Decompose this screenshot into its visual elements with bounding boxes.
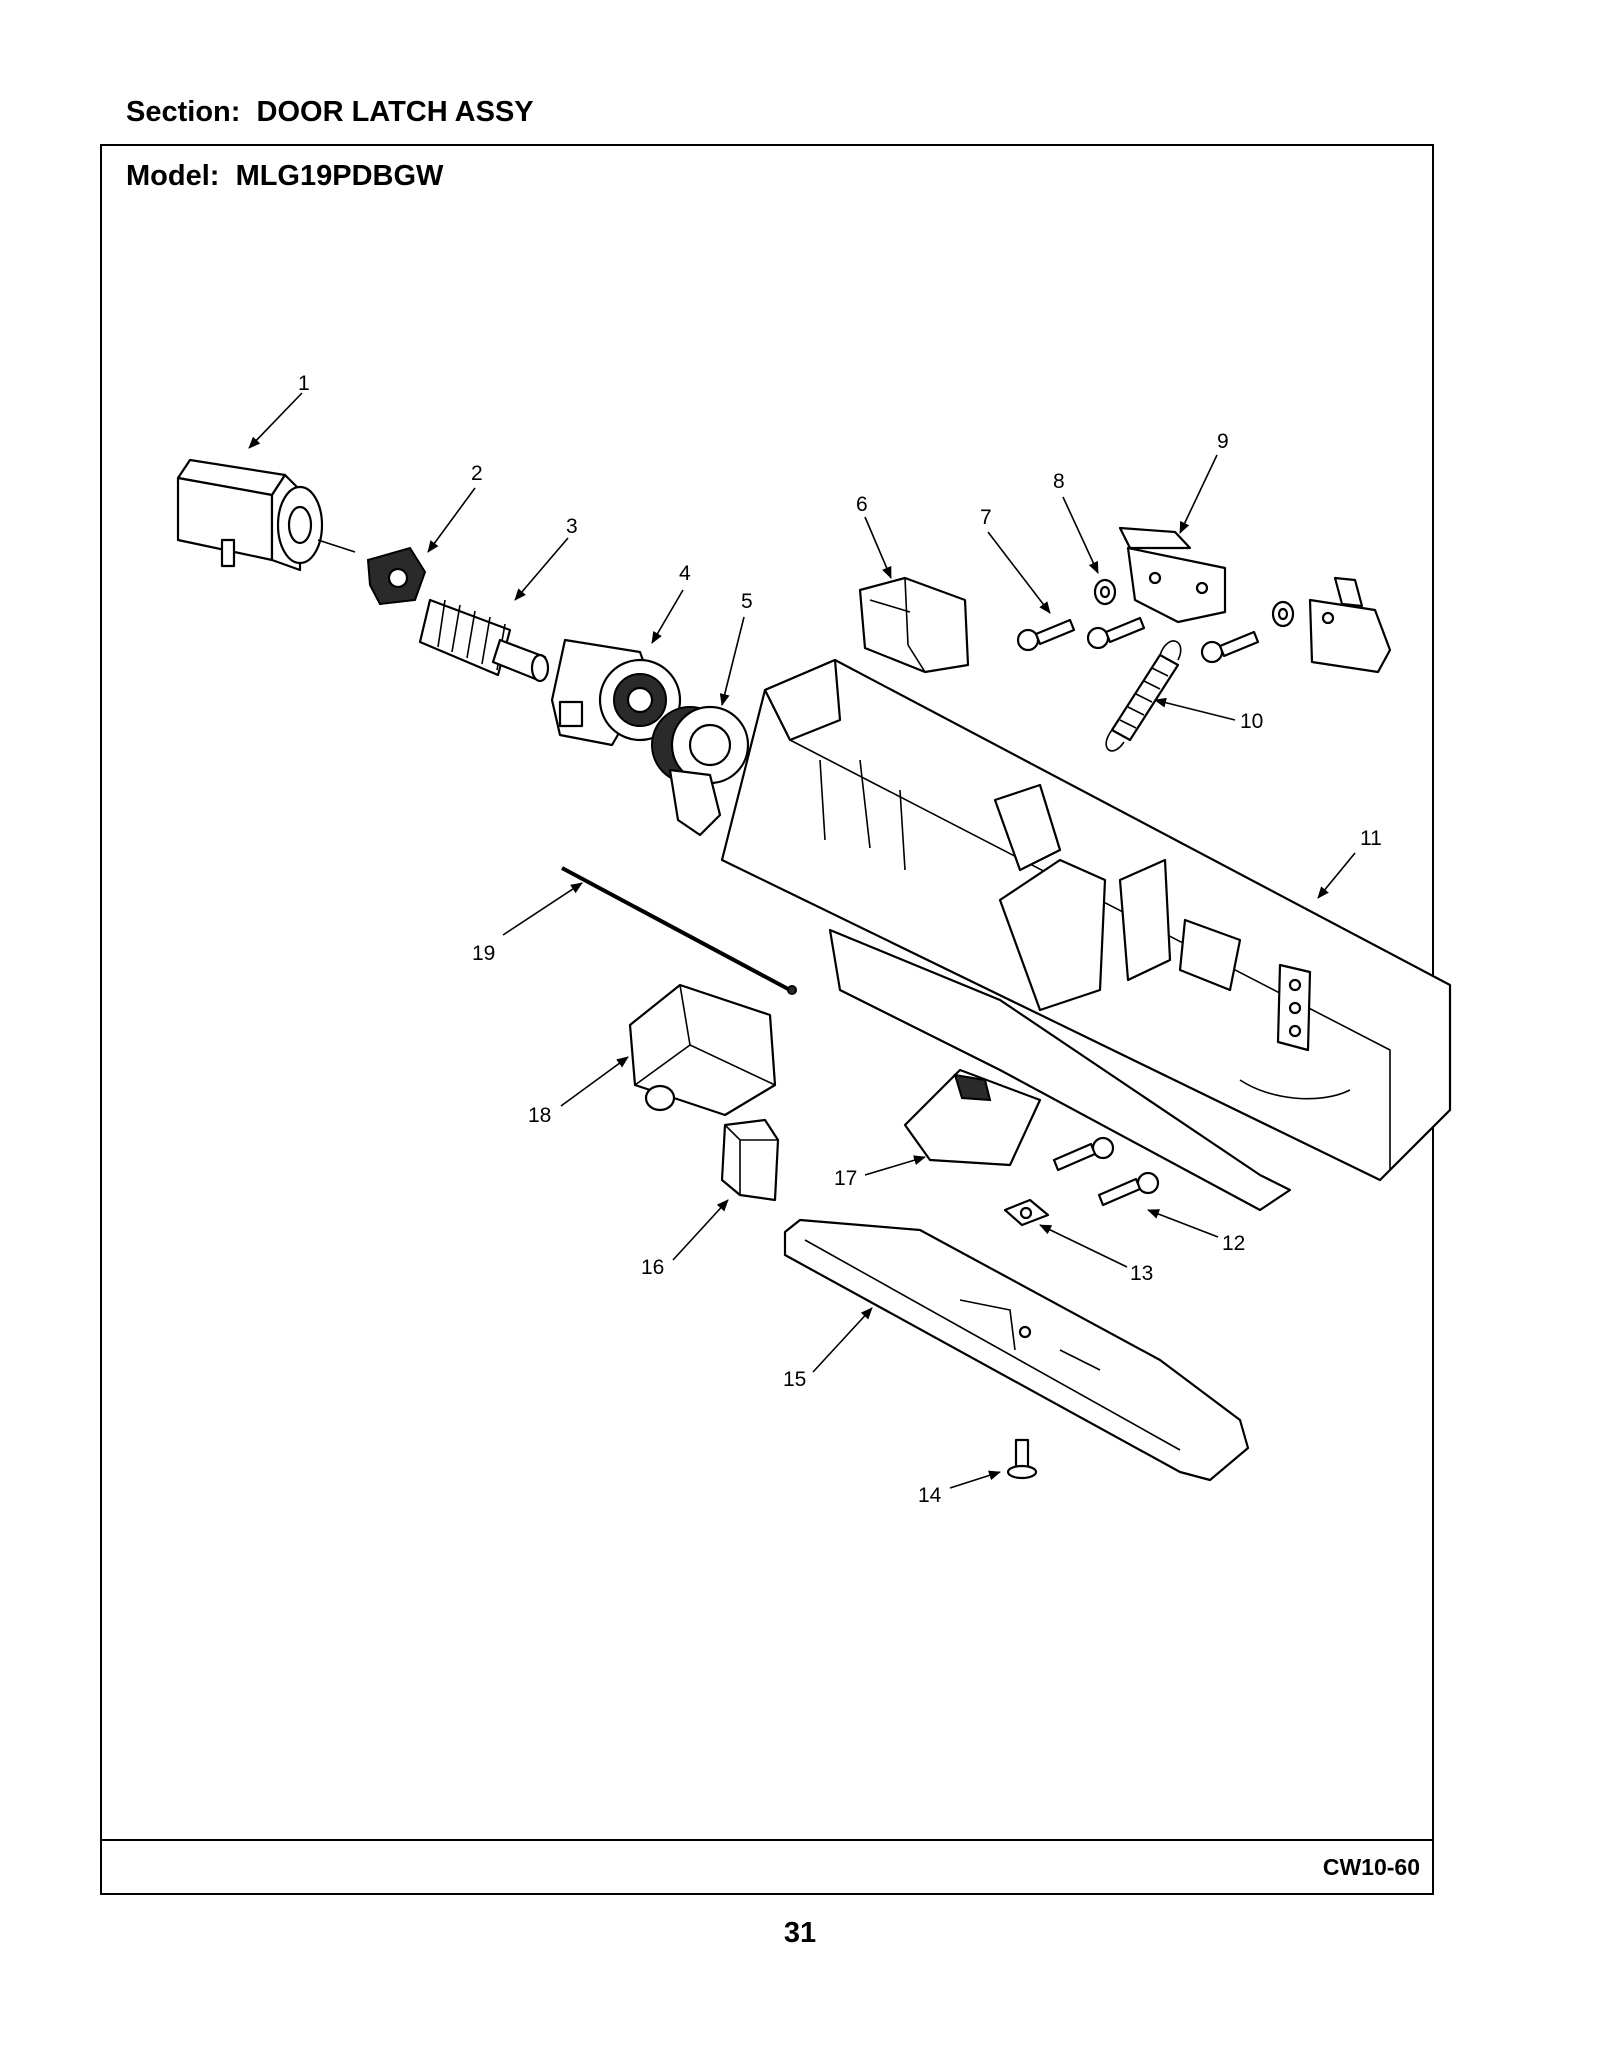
callout-4: 4 xyxy=(679,562,691,585)
callout-19: 19 xyxy=(472,942,495,965)
callout-labels: 1 2 3 4 5 6 7 8 9 10 11 12 13 14 15 16 1… xyxy=(298,372,1382,1507)
leader-lines xyxy=(248,392,1356,1489)
callout-1: 1 xyxy=(298,372,310,395)
part-18-push-button xyxy=(628,983,777,1117)
part-13-nut xyxy=(1003,1198,1050,1227)
document-code: CW10-60 xyxy=(1322,1854,1420,1880)
part-11-housing xyxy=(720,658,1452,1212)
model-label: Model: xyxy=(126,160,220,192)
part-2-coupler xyxy=(366,546,427,606)
part-9-switch xyxy=(1118,526,1392,674)
callout-11: 11 xyxy=(1360,827,1382,850)
part-4-gear-housing xyxy=(550,638,682,747)
part-6-clip xyxy=(858,576,970,674)
model-title: Model: MLG19PDBGW xyxy=(126,160,443,193)
part-5-cam-lever xyxy=(651,705,750,837)
callout-10: 10 xyxy=(1240,710,1263,733)
part-3-worm-gear xyxy=(418,598,550,683)
section-title: Section: DOOR LATCH ASSY xyxy=(126,96,534,129)
callout-9: 9 xyxy=(1217,430,1229,453)
callout-8: 8 xyxy=(1053,470,1065,493)
part-14-rivet xyxy=(1006,1438,1038,1480)
part-8-washer xyxy=(1093,578,1295,628)
section-name: DOOR LATCH ASSY xyxy=(256,96,534,128)
footer-rule xyxy=(102,1839,1432,1841)
callout-16: 16 xyxy=(641,1256,664,1279)
callout-6: 6 xyxy=(856,493,868,516)
part-15-lever-plate xyxy=(783,1218,1250,1482)
part-16-bracket xyxy=(720,1118,780,1202)
callout-7: 7 xyxy=(980,506,992,529)
callout-17: 17 xyxy=(834,1167,857,1190)
model-number: MLG19PDBGW xyxy=(235,160,444,192)
part-19-rod xyxy=(561,866,797,995)
section-label: Section: xyxy=(126,96,241,128)
callout-5: 5 xyxy=(741,590,753,613)
part-10-spring xyxy=(1105,640,1182,752)
part-1-motor xyxy=(176,458,356,572)
callout-12: 12 xyxy=(1222,1232,1245,1255)
part-7-screw xyxy=(1016,616,1260,664)
callout-3: 3 xyxy=(566,515,578,538)
part-17-actuator xyxy=(903,1068,1042,1167)
callout-2: 2 xyxy=(471,462,483,485)
part-12-screw xyxy=(1052,1136,1160,1207)
callout-14: 14 xyxy=(918,1484,942,1507)
page-number: 31 xyxy=(783,1917,817,1949)
callout-13: 13 xyxy=(1130,1262,1153,1285)
callout-18: 18 xyxy=(528,1104,551,1127)
callout-15: 15 xyxy=(783,1368,806,1391)
